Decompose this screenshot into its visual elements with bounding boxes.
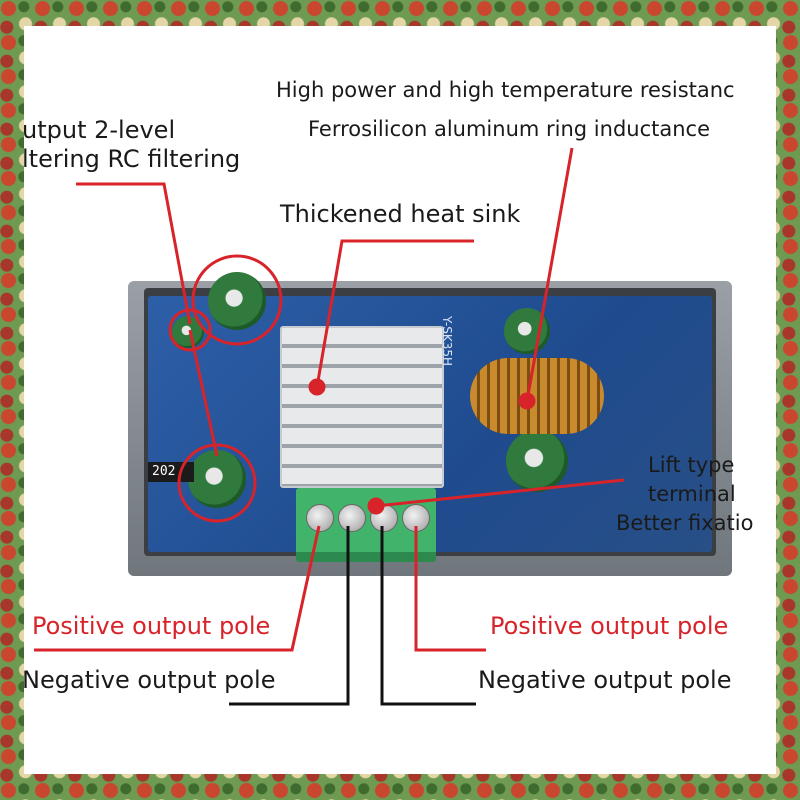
terminal-screw-2 — [338, 504, 366, 532]
heat-sink — [280, 326, 444, 488]
heat-sink-callout-line — [315, 239, 474, 388]
negative-left-line — [229, 526, 350, 706]
high-power-label: High power and high temperature resistan… — [276, 78, 735, 102]
terminal-callout-line — [375, 478, 625, 508]
filter-label-line1: utput 2-level — [24, 116, 176, 144]
filter-callout-line-2 — [188, 329, 219, 457]
negative-pole-left-label: Negative output pole — [24, 666, 276, 694]
filter-capacitor-top — [208, 272, 266, 330]
callout-lines — [34, 147, 625, 706]
filter-highlight-circle-bottom — [177, 443, 257, 523]
negative-pole-right-label: Negative output pole — [478, 666, 732, 694]
inductance-label: Ferrosilicon aluminum ring inductance — [308, 117, 711, 141]
lift-terminal-label-line1: Lift type — [648, 453, 735, 477]
filter-label-line2: ltering RC filtering — [24, 145, 241, 173]
positive-pole-left-label: Positive output pole — [32, 612, 271, 640]
positive-pole-right-label: Positive output pole — [490, 612, 729, 640]
positive-right-line — [414, 526, 486, 652]
filter-callout-line — [76, 182, 192, 325]
filter-highlight-circle-small — [168, 308, 212, 352]
negative-right-line — [380, 526, 476, 706]
lift-terminal-label-line2: terminal — [648, 482, 736, 506]
heat-sink-label: Thickened heat sink — [280, 200, 521, 228]
inductor-callout-line — [525, 147, 574, 402]
positive-left-line — [34, 525, 321, 652]
ring-inductor — [470, 358, 604, 434]
filter-capacitor-bottom — [188, 450, 246, 508]
lift-terminal-label-line3: Better fixatio — [616, 511, 754, 535]
input-capacitor-bottom — [506, 430, 568, 492]
filter-highlight-circle-top — [191, 254, 283, 346]
diagram-frame: 202 Y-SK35H High power and high temperat… — [24, 26, 776, 774]
